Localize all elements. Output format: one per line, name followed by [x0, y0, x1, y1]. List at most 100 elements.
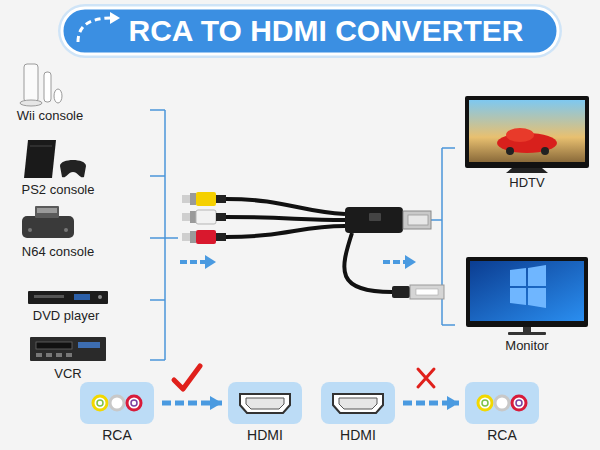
- n64-console-picture: [37, 208, 57, 213]
- converter-cable: [216, 195, 226, 203]
- ps2-console-picture: [30, 146, 52, 147]
- check-mark: [174, 366, 200, 389]
- converter-cable: [190, 211, 196, 223]
- converter-cable: [226, 199, 345, 214]
- hdtv-picture: [541, 147, 549, 155]
- converter-cable: [408, 215, 428, 225]
- n64-console-picture: [22, 216, 74, 238]
- port-label: HDMI: [321, 427, 395, 443]
- monitor-picture: [466, 257, 588, 327]
- vcr-picture: [66, 353, 72, 357]
- title-banner: [62, 8, 558, 54]
- port-label: HDMI: [228, 427, 302, 443]
- wii-console-picture: [20, 64, 62, 106]
- flow-arrow: [403, 401, 459, 406]
- dvd-player-picture: [34, 295, 64, 298]
- dvd-player-picture: [74, 294, 90, 300]
- hdmi-port-icon: [228, 382, 302, 424]
- converter-cable: [182, 192, 444, 299]
- icon-part: [110, 396, 124, 410]
- icon-part: [495, 396, 509, 410]
- port-label: RCA: [465, 427, 539, 443]
- converter-cable: [226, 217, 345, 220]
- port-node: RCA: [80, 382, 154, 443]
- converter-cable: [196, 192, 216, 206]
- flow-arrow: [405, 255, 416, 269]
- hdtv-picture: [506, 128, 534, 142]
- wii-console-picture: [24, 64, 38, 102]
- ps2-console-picture: [24, 140, 56, 178]
- title-banner: [110, 12, 120, 24]
- port-box: [321, 382, 395, 424]
- flow-arrow: [180, 255, 416, 269]
- converter-cable: [403, 211, 431, 229]
- flow-arrow: [180, 260, 205, 264]
- monitor-picture: [510, 268, 526, 286]
- monitor-picture: [528, 265, 546, 286]
- flow-arrow: [162, 401, 222, 406]
- icon-part: [110, 396, 124, 410]
- converter-cable: [392, 286, 410, 298]
- bracket-line: [150, 110, 455, 360]
- converter-cable: [410, 285, 444, 299]
- hdtv-picture: [465, 96, 589, 173]
- rca-jack-icon: [465, 382, 539, 424]
- icon-part: [482, 400, 488, 406]
- port-node: HDMI: [228, 382, 302, 443]
- hdmi-port-icon: [321, 382, 395, 424]
- vcr-picture: [36, 353, 42, 357]
- vcr-picture: [36, 342, 72, 349]
- n64-console-picture: [22, 206, 74, 238]
- monitor-picture: [508, 332, 546, 335]
- converter-cable: [190, 231, 196, 243]
- icon-part: [499, 400, 505, 406]
- title-banner: [58, 4, 562, 58]
- dvd-player-picture: [28, 291, 108, 304]
- port-node: RCA: [465, 382, 539, 443]
- monitor-picture: [528, 288, 546, 308]
- n64-console-picture: [28, 228, 32, 232]
- hdtv-picture: [506, 168, 548, 173]
- device-label: VCR: [54, 366, 81, 382]
- icon-part: [131, 400, 137, 406]
- title-banner: [78, 18, 112, 42]
- port-label: RCA: [80, 427, 154, 443]
- hdtv-picture: [465, 96, 589, 168]
- icon-part: [127, 396, 141, 410]
- cross-mark: [418, 369, 434, 387]
- converter-cable: [416, 289, 438, 295]
- bracket-line: [150, 110, 178, 360]
- device-label: PS2 console: [22, 182, 95, 198]
- rca-jack-icon: [80, 382, 154, 424]
- icon-part: [246, 398, 284, 409]
- icon-part: [97, 400, 103, 406]
- icon-part: [478, 396, 492, 410]
- converter-cable: [196, 230, 216, 244]
- port-box: [80, 382, 154, 424]
- hdtv-picture: [469, 100, 585, 162]
- icon-part: [127, 396, 141, 410]
- port-node: HDMI: [321, 382, 395, 443]
- converter-cable: [226, 226, 345, 237]
- device-label: DVD player: [33, 308, 99, 324]
- icon-part: [114, 400, 120, 406]
- hdtv-picture: [506, 147, 514, 155]
- vcr-picture: [46, 353, 52, 357]
- wii-console-picture: [44, 72, 51, 102]
- wii-console-picture: [54, 89, 62, 103]
- vcr-picture: [30, 337, 106, 361]
- cross-mark: [418, 369, 434, 387]
- display-label: HDTV: [509, 175, 544, 191]
- title-text: RCA TO HDMI CONVERTER: [128, 14, 523, 48]
- converter-cable: [182, 213, 191, 221]
- title-banner: [58, 4, 562, 58]
- vcr-picture: [78, 342, 100, 348]
- converter-cable: [182, 195, 191, 203]
- monitor-picture: [466, 257, 588, 335]
- wii-console-picture: [20, 100, 42, 106]
- monitor-picture: [510, 288, 526, 305]
- port-box: [465, 382, 539, 424]
- icon-part: [339, 398, 377, 409]
- converter-cable: [216, 233, 226, 241]
